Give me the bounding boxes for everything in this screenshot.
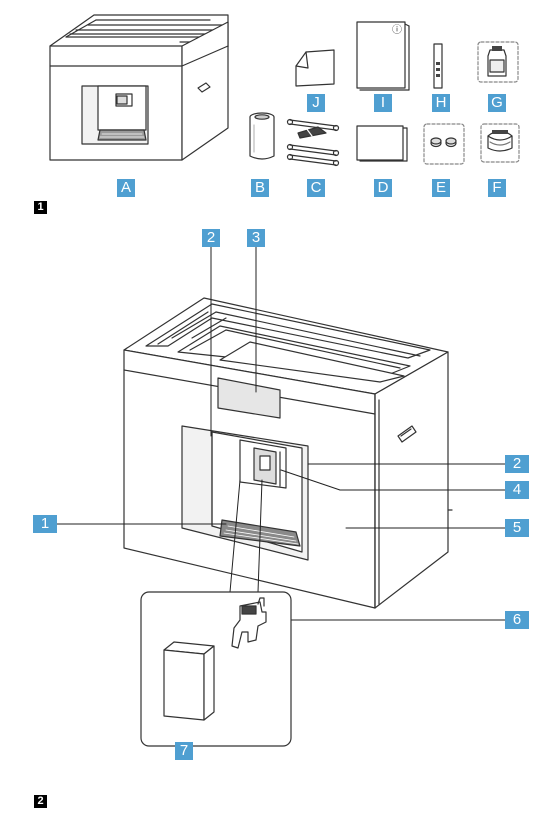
manual-i-illustration bbox=[356, 21, 410, 91]
label-e: E bbox=[432, 179, 450, 197]
callout-1: 1 bbox=[33, 515, 57, 533]
manual-info-symbol: ⓘ bbox=[392, 25, 402, 36]
callout-2-top: 2 bbox=[202, 229, 220, 247]
figure-number-1: 1 bbox=[34, 201, 47, 214]
appliance-main-illustration bbox=[123, 297, 453, 609]
figure-number-2: 2 bbox=[34, 795, 47, 808]
test-strip-h-illustration bbox=[433, 43, 443, 89]
label-f: F bbox=[488, 179, 506, 197]
callout-3: 3 bbox=[247, 229, 265, 247]
label-i: I bbox=[374, 94, 392, 112]
inset-detail bbox=[140, 591, 292, 747]
label-h: H bbox=[432, 94, 450, 112]
cloth-j-illustration bbox=[295, 49, 335, 87]
callout-4: 4 bbox=[505, 481, 529, 499]
callout-7: 7 bbox=[175, 742, 193, 760]
callout-leaders bbox=[54, 246, 506, 743]
container-g-illustration bbox=[477, 41, 519, 83]
small-parts-e-illustration bbox=[423, 123, 465, 165]
callout-6: 6 bbox=[505, 611, 529, 629]
appliance-a-illustration bbox=[49, 14, 229, 161]
container-f-illustration bbox=[480, 123, 520, 163]
label-d: D bbox=[374, 179, 392, 197]
water-filter-b-illustration bbox=[249, 112, 275, 160]
callout-5: 5 bbox=[505, 519, 529, 537]
booklet-d-illustration bbox=[356, 125, 408, 162]
label-a: A bbox=[117, 179, 135, 197]
callout-2-right: 2 bbox=[505, 455, 529, 473]
label-j: J bbox=[307, 94, 325, 112]
label-g: G bbox=[488, 94, 506, 112]
label-c: C bbox=[307, 179, 325, 197]
label-b: B bbox=[251, 179, 269, 197]
cleaning-tools-c-illustration bbox=[286, 118, 340, 167]
